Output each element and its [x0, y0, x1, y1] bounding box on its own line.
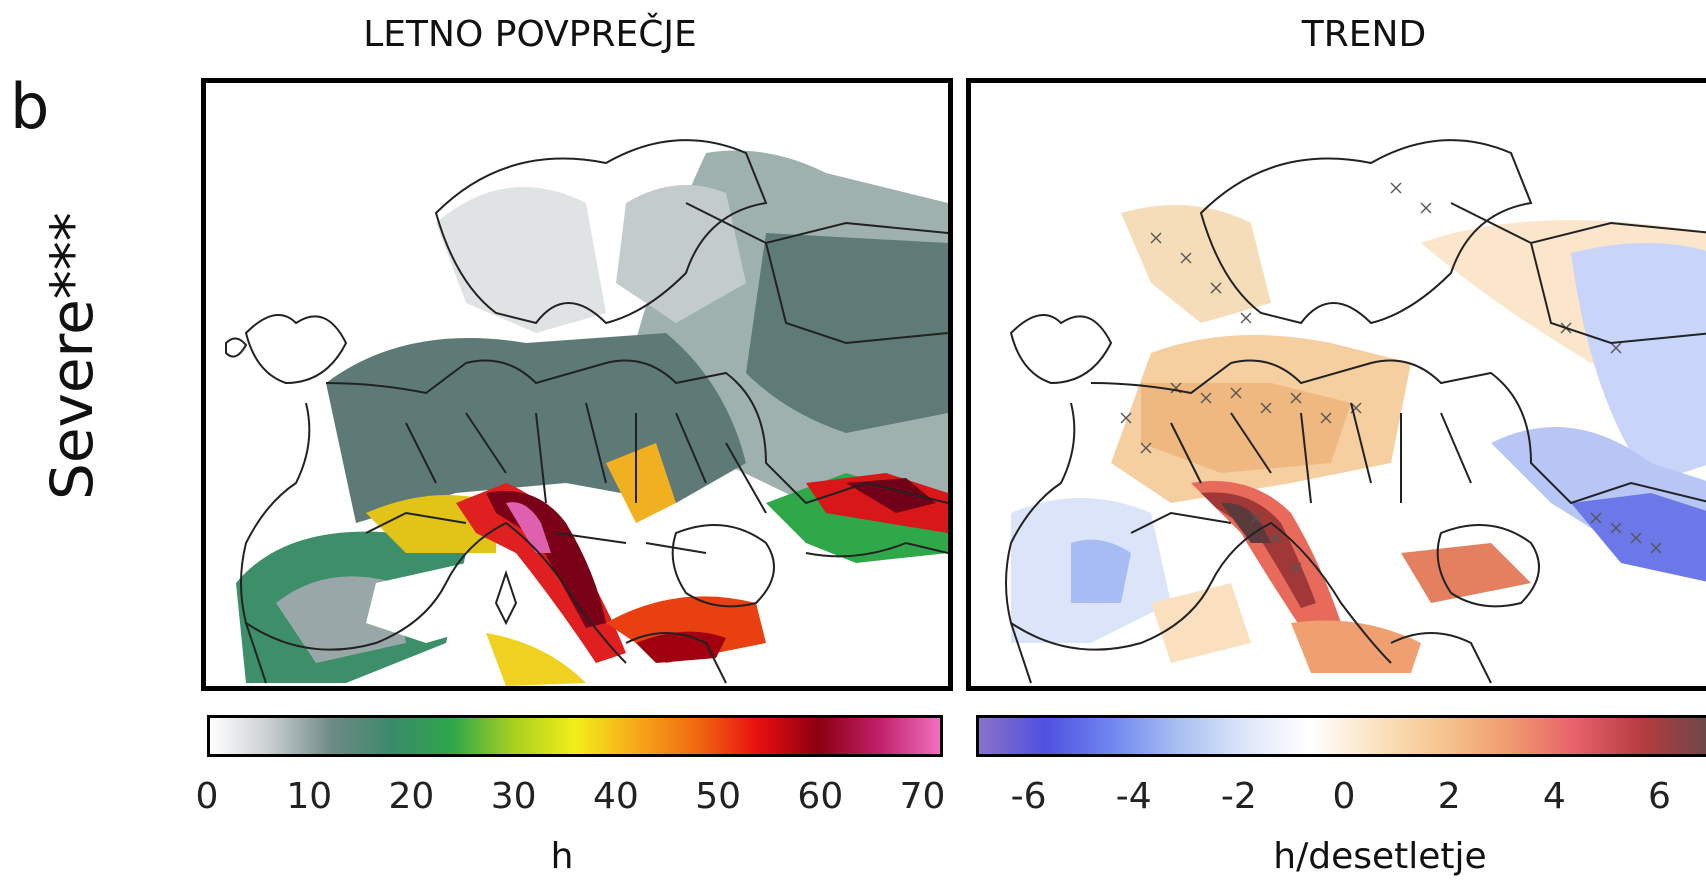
colorbar-tick-label: 2	[1437, 776, 1461, 817]
coastlines	[225, 139, 948, 684]
colorbar-tick-label: 10	[286, 776, 333, 817]
mean-field	[236, 150, 948, 686]
colorbar-tick-label: 6	[1647, 776, 1671, 817]
colorbar-tick-label: 0	[195, 776, 219, 817]
colorbar-tick-label: -2	[1220, 776, 1257, 817]
map-annual-mean	[201, 78, 953, 691]
unit-label-mean: h	[550, 836, 574, 877]
panel-letter: b	[10, 70, 50, 143]
colorbar-tick-label: 50	[695, 776, 742, 817]
trend-field	[1011, 205, 1706, 673]
colorbar-tick-label: -4	[1115, 776, 1152, 817]
colorbar-tick-label: -6	[1010, 776, 1047, 817]
column-title-mean: LETNO POVPREČJE	[363, 14, 697, 55]
colorbar-tick-label: 0	[1332, 776, 1356, 817]
colorbar-tick-label: 4	[1542, 776, 1566, 817]
unit-label-trend: h/desetletje	[1273, 836, 1487, 877]
column-title-trend: TREND	[1301, 14, 1427, 55]
coastlines	[1005, 139, 1706, 684]
significance-hatching	[1120, 182, 1662, 574]
colorbar-trend	[976, 715, 1706, 757]
colorbar-tick-label: 70	[899, 776, 946, 817]
row-label: Severe***	[38, 212, 106, 500]
colorbar-tick-label: 60	[797, 776, 844, 817]
colorbar-tick-label: 40	[592, 776, 639, 817]
colorbar-tick-label: 20	[388, 776, 435, 817]
colorbar-tick-label: 30	[490, 776, 537, 817]
colorbar-mean	[207, 715, 943, 757]
map-trend	[966, 78, 1706, 691]
